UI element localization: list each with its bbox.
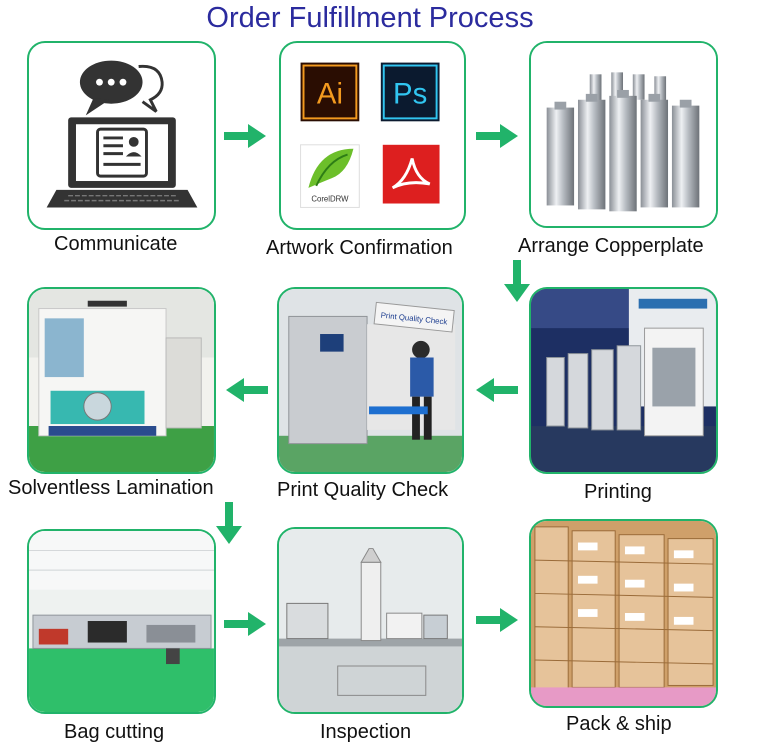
step-inspection-card [277, 527, 464, 714]
printing-press-photo [531, 289, 716, 472]
step-quality-check-card: Print Quality Check [277, 287, 464, 474]
illustrator-icon: Ai [317, 78, 343, 111]
step-bag-cutting-card [27, 529, 216, 714]
quality-check-photo: Print Quality Check [279, 289, 462, 472]
step-pack-ship-card [529, 519, 718, 708]
step-lamination-label: Solventless Lamination [8, 477, 214, 499]
arrow-right-icon [476, 124, 518, 148]
step-copperplate-card [529, 41, 718, 228]
arrow-right-icon [476, 608, 518, 632]
step-inspection-label: Inspection [320, 721, 412, 743]
cartons-photo [531, 521, 716, 706]
arrow-left-icon [226, 378, 268, 402]
chat-computer-icon [46, 60, 198, 208]
step-copperplate-label: Arrange Copperplate [518, 235, 704, 257]
step-bag-cutting-label: Bag cutting [64, 721, 165, 743]
pdf-icon [391, 158, 431, 190]
step-artwork-label: Artwork Confirmation [266, 237, 453, 259]
step-printing-label: Printing [584, 481, 652, 503]
step-lamination-card [27, 287, 216, 474]
step-printing-card [529, 287, 718, 474]
bag-cutting-photo [29, 531, 214, 712]
design-software-icons: Ai Ps CorelDRW [300, 62, 440, 208]
arrow-right-icon [224, 612, 266, 636]
lamination-machine-photo [29, 289, 214, 472]
photoshop-icon: Ps [393, 78, 427, 111]
step-pack-ship-label: Pack & ship [566, 713, 672, 735]
page-title: Order Fulfillment Process [206, 2, 534, 34]
arrow-down-icon [504, 260, 530, 302]
arrow-down-icon [216, 502, 242, 544]
inspection-lab-photo [279, 529, 462, 712]
arrow-left-icon [476, 378, 518, 402]
step-communicate-label: Communicate [54, 233, 178, 255]
step-artwork-card: Ai Ps CorelDRW [279, 41, 466, 230]
step-quality-check-label: Print Quality Check [277, 479, 449, 501]
copper-cylinders-photo [531, 43, 716, 226]
step-communicate-card [27, 41, 216, 230]
arrow-right-icon [224, 124, 266, 148]
svg-text:CorelDRW: CorelDRW [311, 195, 349, 204]
